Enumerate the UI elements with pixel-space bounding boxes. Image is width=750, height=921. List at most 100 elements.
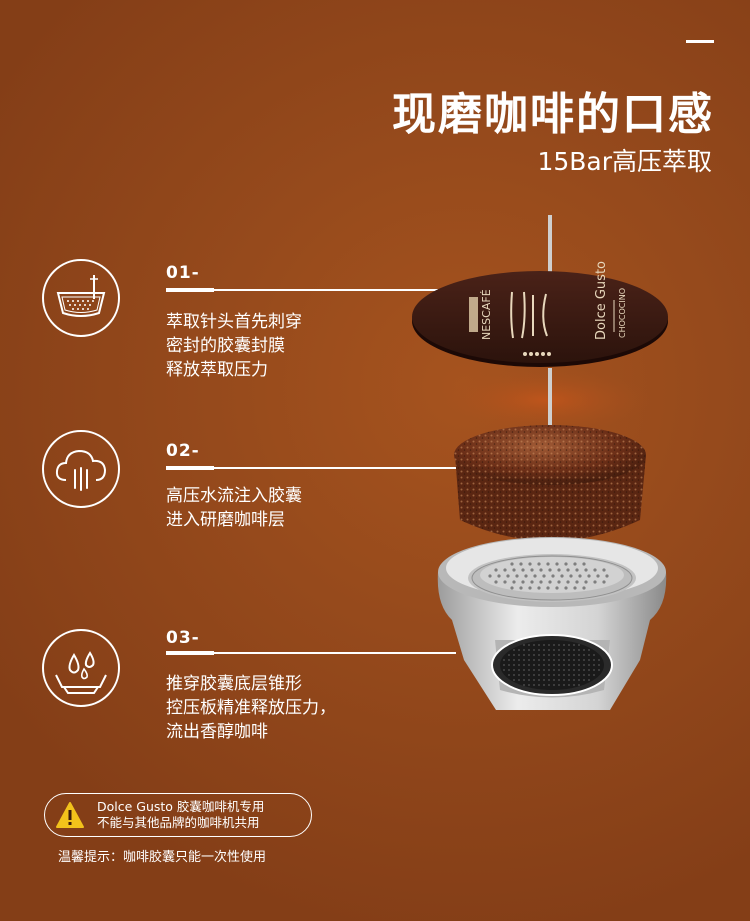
membrane-dot <box>553 679 555 681</box>
membrane-dot <box>543 644 545 646</box>
membrane-dot <box>573 644 575 646</box>
membrane-dot <box>598 659 600 661</box>
membrane-dot <box>513 659 515 661</box>
membrane-dot <box>528 679 530 681</box>
filter-hole <box>530 580 534 584</box>
membrane-dot <box>543 684 545 686</box>
membrane-dot <box>588 649 590 651</box>
membrane-dot <box>538 669 540 671</box>
membrane-dot <box>573 654 575 656</box>
membrane-dot <box>523 669 525 671</box>
step-divider <box>166 466 456 470</box>
filter-hole <box>548 580 552 584</box>
membrane-dot <box>588 669 590 671</box>
step-divider <box>166 288 438 292</box>
membrane-dot <box>528 659 530 661</box>
capsule-product-line-text: Dolce Gusto <box>594 261 609 340</box>
filter-hole <box>602 580 606 584</box>
filter-hole <box>548 568 552 572</box>
step-number: 03- <box>166 628 200 648</box>
membrane-dot <box>583 654 585 656</box>
membrane-dot <box>523 679 525 681</box>
filter-hole <box>569 574 573 578</box>
filter-hole <box>564 562 568 566</box>
membrane-dot <box>578 664 580 666</box>
membrane-dot <box>538 644 540 646</box>
membrane-dot <box>593 659 595 661</box>
step-description: 推穿胶囊底层锥形 控压板精准释放压力， 流出香醇咖啡 <box>166 674 336 742</box>
membrane-dot <box>548 669 550 671</box>
filter-hole <box>503 568 507 572</box>
membrane-dot <box>583 664 585 666</box>
membrane-dot <box>528 654 530 656</box>
membrane-dot <box>588 654 590 656</box>
membrane-dot <box>583 679 585 681</box>
membrane-dot <box>538 684 540 686</box>
membrane-dot <box>553 664 555 666</box>
membrane-dot <box>573 669 575 671</box>
membrane-dot <box>513 649 515 651</box>
warning-triangle-icon <box>56 802 84 828</box>
step-number: 01- <box>166 263 200 283</box>
membrane-dot <box>533 684 535 686</box>
membrane-dot <box>523 654 525 656</box>
membrane-dot <box>523 674 525 676</box>
filter-hole <box>515 574 519 578</box>
membrane-dot <box>518 654 520 656</box>
filter-hole <box>602 568 606 572</box>
membrane-dot <box>523 649 525 651</box>
membrane-dot <box>558 679 560 681</box>
membrane-dot <box>503 669 505 671</box>
membrane-dot <box>598 669 600 671</box>
filter-hole <box>582 562 586 566</box>
filter-hole <box>575 568 579 572</box>
membrane-dot <box>533 679 535 681</box>
perforated-filter-plate <box>471 555 633 601</box>
membrane-dot <box>528 649 530 651</box>
filter-hole <box>575 580 579 584</box>
filter-hole <box>510 562 514 566</box>
membrane-dot <box>553 644 555 646</box>
membrane-dot <box>528 664 530 666</box>
filter-hole <box>584 580 588 584</box>
membrane-dot <box>563 679 565 681</box>
capsule-filter-icon <box>42 259 120 337</box>
membrane-dot <box>578 644 580 646</box>
membrane-dot <box>563 659 565 661</box>
membrane-dot <box>518 659 520 661</box>
filter-hole <box>546 586 550 590</box>
membrane-dot <box>513 674 515 676</box>
membrane-dot <box>588 679 590 681</box>
filter-hole <box>488 574 492 578</box>
membrane-dot <box>548 674 550 676</box>
membrane-dot <box>583 649 585 651</box>
warning-notice: Dolce Gusto 胶囊咖啡机专用 不能与其他品牌的咖啡机共用 <box>44 793 312 837</box>
membrane-dot <box>508 669 510 671</box>
membrane-dot <box>573 649 575 651</box>
ground-coffee-layer <box>454 425 646 541</box>
filter-hole <box>557 568 561 572</box>
filter-hole <box>512 568 516 572</box>
filter-hole <box>512 580 516 584</box>
filter-hole <box>584 568 588 572</box>
membrane-dot <box>518 674 520 676</box>
membrane-dot <box>513 669 515 671</box>
filter-hole <box>566 568 570 572</box>
filter-hole <box>573 586 577 590</box>
membrane-dot <box>508 664 510 666</box>
filter-hole <box>573 562 577 566</box>
water-drops-cup-icon <box>42 629 120 707</box>
membrane-dot <box>523 659 525 661</box>
membrane-dot <box>518 649 520 651</box>
filter-hole <box>546 562 550 566</box>
membrane-dot <box>563 674 565 676</box>
page-subtitle: 15Bar高压萃取 <box>537 147 712 176</box>
membrane-dot <box>538 659 540 661</box>
filter-hole <box>503 580 507 584</box>
membrane-dot <box>588 674 590 676</box>
filter-hole <box>566 580 570 584</box>
membrane-dot <box>578 659 580 661</box>
membrane-dot <box>563 669 565 671</box>
membrane-dot <box>508 654 510 656</box>
